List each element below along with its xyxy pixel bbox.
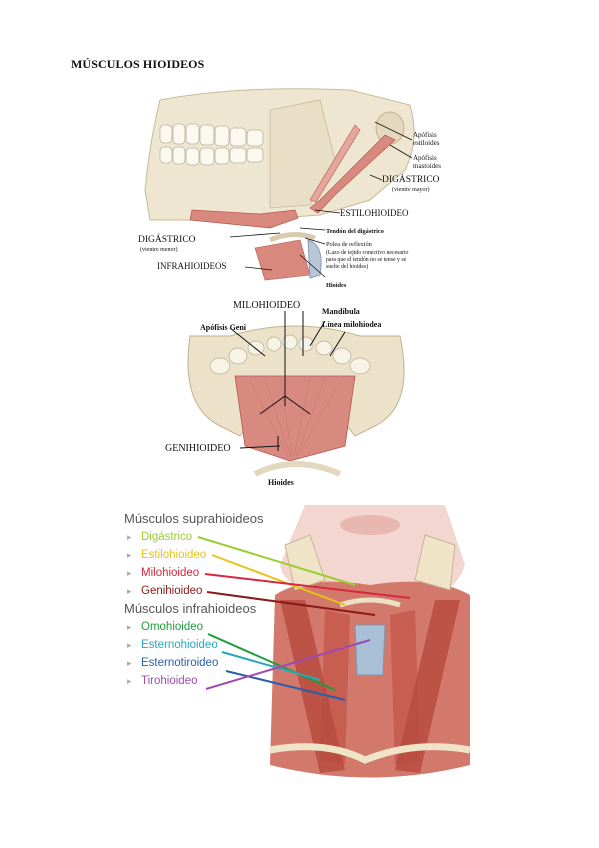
infrahioideos-list: ▸ Omohioideo ▸ Esternohioideo ▸ Esternotiroid… (124, 618, 324, 690)
suprahioideos-item: ▸ Estilohioideo (124, 546, 324, 564)
digastric-posterior-belly (309, 134, 396, 214)
label-linea-milohiodea: Línea milohiodea (322, 320, 381, 329)
bullet-arrow-icon: ▸ (127, 640, 132, 650)
lips (340, 515, 400, 535)
label-tendon: Tendón del digástrico (326, 228, 384, 235)
label-genihioideo: GENIHIOIDEO (165, 443, 231, 454)
label-polea: Polea de reflexión (326, 241, 373, 248)
label-infrahioideos: INFRAHIOIDEOS (157, 261, 227, 271)
suprahioideos-item-label: Estilohioideo (141, 549, 207, 561)
page-title: MÚSCULOS HIOIDEOS (71, 57, 205, 71)
infrahioideos-item-label: Esternohioideo (141, 639, 218, 651)
suprahioideos-item: ▸ Genihioideo (124, 582, 324, 600)
label-lazo: (Lazo de tejido conectivo necesario para… (326, 249, 410, 270)
infrahioideos-item-label: Tirohioideo (141, 675, 198, 687)
bullet-arrow-icon: ▸ (127, 550, 132, 560)
label-mandibula: Mandíbula (322, 307, 360, 316)
infrahioideos-item: ▸ Esternotiroideo (124, 654, 324, 672)
stylohyoid (309, 124, 361, 203)
hyoid-bone (268, 232, 316, 243)
label-estilohioideo: ESTILOHIOIDEO (340, 208, 409, 218)
suprahioideos-item-label: Digástrico (141, 531, 193, 543)
label-digastrico-menor: DIGÁSTRICO (138, 233, 196, 245)
infrahioideos-item-label: Esternotiroideo (141, 657, 219, 669)
label-hioides-2: Hioides (268, 478, 294, 487)
suprahioideos-list: ▸ Digástrico ▸ Estilohioideo ▸ Milohioideo ▸ Ge… (124, 528, 324, 600)
sternocleidomastoid-right (395, 600, 460, 773)
bullet-arrow-icon: ▸ (127, 658, 132, 668)
label-digastrico-mayor: DIGÁSTRICO (382, 173, 440, 185)
infrahioideos-item-label: Omohioideo (141, 621, 204, 633)
upper-teeth (159, 123, 264, 147)
lower-teeth (159, 146, 264, 166)
bullet-arrow-icon: ▸ (127, 532, 132, 542)
label-digastrico-menor-sub: (vientre menor) (140, 246, 177, 253)
jaw-left (284, 534, 326, 591)
label-apofisis-mastoides: Apófisis mastoides (413, 154, 441, 170)
figure-lateral-jaw: Apófisis estiloides Apófisis mastoides D… (138, 88, 441, 289)
larynx (307, 239, 322, 279)
bullet-arrow-icon: ▸ (127, 622, 132, 632)
jaw-right (414, 534, 456, 591)
mylohyoid-muscle (234, 375, 356, 462)
label-hioides: Hioides (326, 282, 347, 289)
figure-neck (269, 505, 471, 778)
infrahioideos-title: Músculos infrahioideos (124, 601, 257, 616)
infrahioideos-item: ▸ Tirohioideo (124, 672, 324, 690)
bullet-arrow-icon: ▸ (127, 676, 132, 686)
hyoid-bone-3 (339, 597, 401, 608)
infrahioideos-item: ▸ Esternohioideo (124, 636, 324, 654)
suprahioideos-item-label: Genihioideo (141, 585, 203, 597)
thyroid-cartilage (354, 624, 386, 676)
digastric-anterior-belly (189, 209, 299, 229)
suprahioideos-item: ▸ Digástrico (124, 528, 324, 546)
infrahioideos-item: ▸ Omohioideo (124, 618, 324, 636)
bullet-arrow-icon: ▸ (127, 586, 132, 596)
suprahioideos-item: ▸ Milohioideo (124, 564, 324, 582)
hyoid-bone-2 (253, 461, 342, 477)
label-apofisis-geni: Apófisis Geni (200, 323, 247, 332)
clavicle (269, 743, 471, 764)
suprahioideos-title: Músculos suprahioideos (124, 511, 264, 526)
muscle-legend: Músculos suprahioideos ▸ Digástrico ▸ Estil… (124, 510, 324, 690)
sternocleidomastoid-left (280, 600, 345, 773)
figure-mandible-floor: MILOHIOIDEO Mandíbula Línea milohiodea A… (165, 300, 405, 487)
label-milohioideo: MILOHIOIDEO (233, 300, 300, 311)
bullet-arrow-icon: ▸ (127, 568, 132, 578)
label-digastrico-mayor-sub: (vientre mayor) (392, 186, 429, 193)
suprahioideos-item-label: Milohioideo (141, 567, 200, 579)
label-apofisis-estiloides: Apófisis estiloides (413, 131, 440, 147)
